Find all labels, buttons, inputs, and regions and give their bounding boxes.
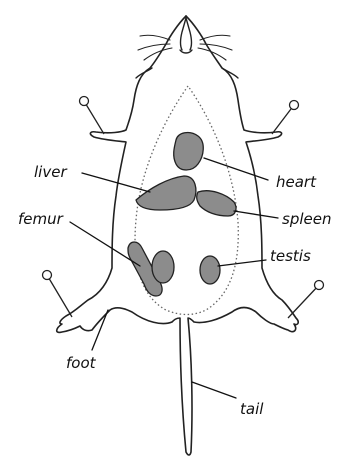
- pin-head-front-left: [80, 97, 89, 106]
- testis-right-organ: [200, 256, 220, 284]
- foot-label: foot: [66, 354, 97, 372]
- organs: [128, 133, 236, 296]
- tail-leader: [192, 382, 236, 398]
- snout-left-line: [181, 18, 187, 50]
- pin-needle-back-left: [47, 275, 72, 317]
- spleen-label: spleen: [282, 210, 331, 228]
- pin-head-back-left: [43, 271, 52, 280]
- spleen-leader: [234, 211, 278, 218]
- testis-leader: [218, 260, 266, 266]
- ears: [136, 68, 238, 78]
- foot-leader: [92, 310, 108, 350]
- snout: [180, 18, 192, 53]
- spleen-organ: [197, 191, 236, 216]
- pin-head-front-right: [290, 101, 299, 110]
- liver-organ: [136, 176, 196, 210]
- whisker: [140, 35, 170, 40]
- liver-label: liver: [34, 163, 67, 181]
- heart-organ: [174, 133, 204, 170]
- whiskers: [138, 35, 232, 60]
- pin-needle-back-right: [288, 285, 319, 318]
- pin-needle-front-left: [84, 101, 104, 134]
- mouse-body: [57, 16, 298, 332]
- pin-head-back-right: [315, 281, 324, 290]
- femur-label: femur: [18, 210, 64, 228]
- snout-right-line: [186, 18, 192, 50]
- heart-label: heart: [276, 173, 317, 191]
- body-outline-left: [57, 16, 186, 332]
- whisker: [200, 35, 230, 40]
- tail-shape: [180, 318, 192, 455]
- liver-leader: [82, 173, 150, 192]
- left-ear: [136, 68, 152, 78]
- tail-label: tail: [240, 400, 264, 418]
- pin-needle-front-right: [272, 105, 294, 134]
- testis-label: testis: [270, 247, 311, 265]
- heart-leader: [204, 158, 268, 180]
- testis-left-organ: [152, 251, 174, 283]
